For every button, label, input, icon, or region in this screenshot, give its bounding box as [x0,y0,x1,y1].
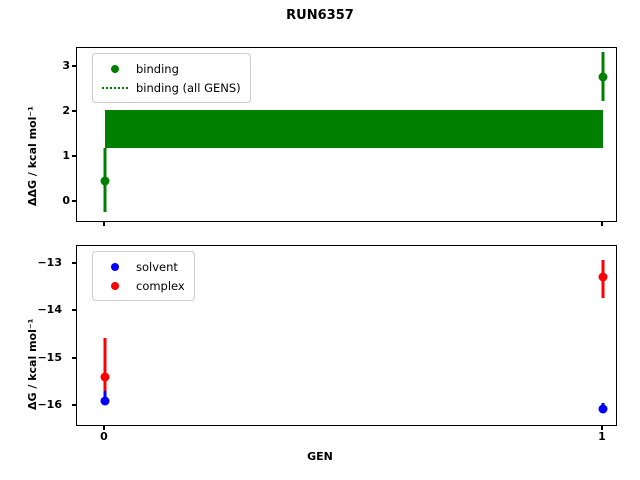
binding-all-gens-band [105,110,603,148]
top-panel-xtick-mark [601,222,603,226]
bottom-panel-y-axis-label: ΔG / kcal mol⁻¹ [26,318,39,411]
bottom-panel-ytick-label: −13 [37,256,62,269]
figure-title: RUN6357 [286,8,354,23]
legend-label: complex [136,278,185,293]
legend-label: solvent [136,259,178,274]
bottom-panel-ytick-mark [72,357,76,359]
solvent-marker-gen0 [100,396,110,406]
top-panel-ytick-mark [72,65,76,67]
bottom-panel-ytick-mark [72,404,76,406]
bottom-panel-ytick-mark [72,262,76,264]
legend-item-binding[interactable]: binding [100,59,241,78]
x-axis-label: GEN [307,450,333,463]
bottom-panel-ytick-mark [72,309,76,311]
top-panel-ytick-label: 0 [62,194,70,207]
xtick-label-1: 1 [598,430,606,443]
bottom-panel-xtick-mark [601,426,603,430]
complex-marker-gen0 [100,372,110,382]
complex-marker-gen1 [598,272,608,282]
top-panel-legend: binding binding (all GENS) [92,53,251,103]
legend-item-binding-all-gens[interactable]: binding (all GENS) [100,78,241,97]
top-panel-ytick-mark [72,155,76,157]
top-panel-plot-area [76,47,617,222]
top-panel-ytick-label: 3 [62,59,70,72]
top-panel-ytick-label: 2 [62,104,70,117]
legend-marker-dot-icon [100,281,130,290]
binding-marker-gen1 [598,72,608,82]
bottom-panel-ytick-label: −14 [37,303,62,316]
xtick-label-0: 0 [100,430,108,443]
bottom-panel-xtick-mark [103,426,105,430]
legend-item-complex[interactable]: complex [100,276,185,295]
top-panel-ytick-mark [72,110,76,112]
binding-marker-gen0 [100,176,110,186]
complex-errorbar-gen0 [103,338,107,397]
top-panel-xtick-mark [103,222,105,226]
legend-label: binding [136,61,179,76]
top-panel-ytick-label: 1 [62,149,70,162]
legend-marker-dot-icon [100,64,130,73]
top-panel-ytick-mark [72,200,76,202]
solvent-marker-gen1 [598,404,608,414]
bottom-panel-ytick-label: −15 [37,351,62,364]
legend-item-solvent[interactable]: solvent [100,257,185,276]
legend-marker-dot-icon [100,262,130,271]
bottom-panel-legend: solvent complex [92,251,195,301]
bottom-panel-ytick-label: −16 [37,398,62,411]
legend-dotted-line-icon [100,86,130,89]
legend-label: binding (all GENS) [136,80,241,95]
